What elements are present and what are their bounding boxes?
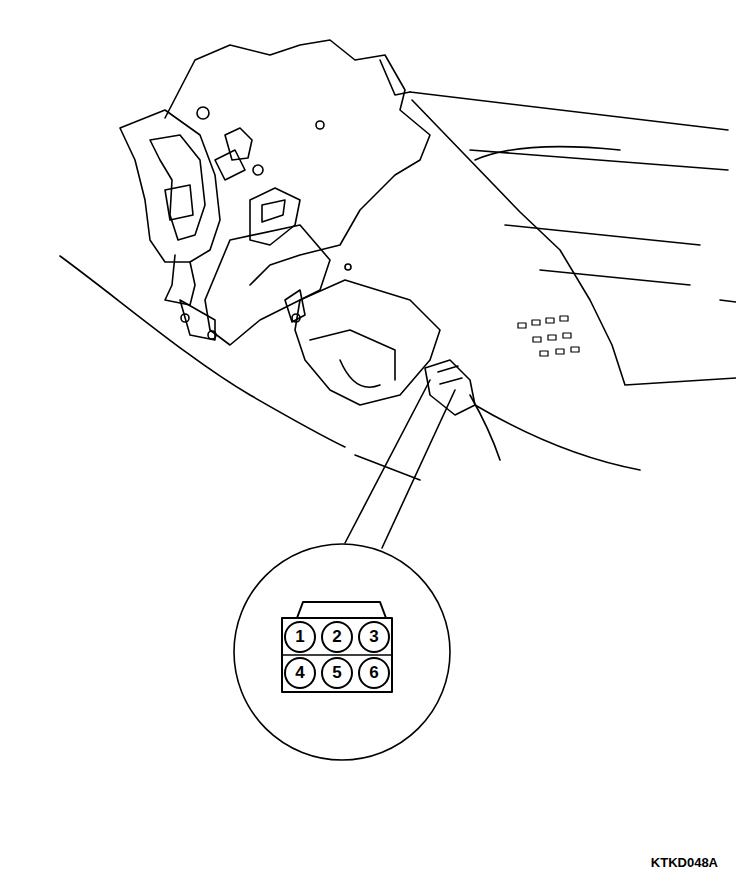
latch-housing: [120, 110, 220, 262]
leader-line: [382, 390, 455, 548]
pin-number: 1: [284, 621, 316, 653]
pin-number: 5: [321, 657, 353, 689]
panel-line: [505, 225, 700, 245]
pin-label: 2: [332, 627, 341, 647]
vent-grid: [518, 316, 579, 356]
panel-line: [720, 300, 736, 302]
lock-cylinder: [225, 128, 252, 160]
bolt: [292, 314, 300, 322]
pin-label: 5: [332, 663, 341, 683]
pin-label: 6: [369, 663, 378, 683]
leader-line: [345, 380, 430, 543]
callout-circle: [234, 544, 450, 760]
bolt: [181, 314, 189, 322]
connector-divider: [282, 654, 392, 656]
rivet: [197, 107, 209, 119]
body-panel-edge: [355, 455, 420, 480]
pin-number: 3: [358, 621, 390, 653]
panel-line: [475, 147, 620, 160]
bracket-plate: [165, 40, 430, 285]
figure-code: KTKD048A: [651, 855, 718, 870]
actuator-motor: [340, 360, 380, 387]
panel-line: [540, 270, 690, 285]
wire-harness: [475, 405, 640, 470]
actuator-bracket: [205, 225, 330, 345]
rivet: [345, 264, 351, 270]
connector-face: [282, 618, 392, 692]
connector-detail: [438, 366, 462, 384]
door-lock-actuator: [295, 280, 440, 405]
panel-line: [412, 100, 736, 385]
pin-label: 1: [295, 627, 304, 647]
latch-slot: [165, 185, 193, 220]
rivet: [316, 121, 324, 129]
pin-number: 6: [358, 657, 390, 689]
latch-stem: [165, 255, 195, 305]
pin-number: 4: [284, 657, 316, 689]
linkage-arm: [262, 200, 285, 222]
bolt: [208, 331, 216, 339]
linkage-arm: [250, 188, 300, 245]
actuator-rod-end: [285, 290, 305, 322]
actuator-seam: [310, 330, 395, 380]
harness-connector: [425, 360, 475, 415]
rivet: [253, 165, 263, 175]
lock-cylinder: [215, 150, 245, 180]
pin-label: 3: [369, 627, 378, 647]
panel-line: [470, 150, 728, 170]
pin-label: 4: [295, 663, 304, 683]
latch-housing: [150, 135, 205, 240]
bracket-foot: [180, 300, 215, 340]
pin-number: 2: [321, 621, 353, 653]
panel-line: [410, 92, 728, 130]
connector-latch-tab: [297, 602, 386, 618]
